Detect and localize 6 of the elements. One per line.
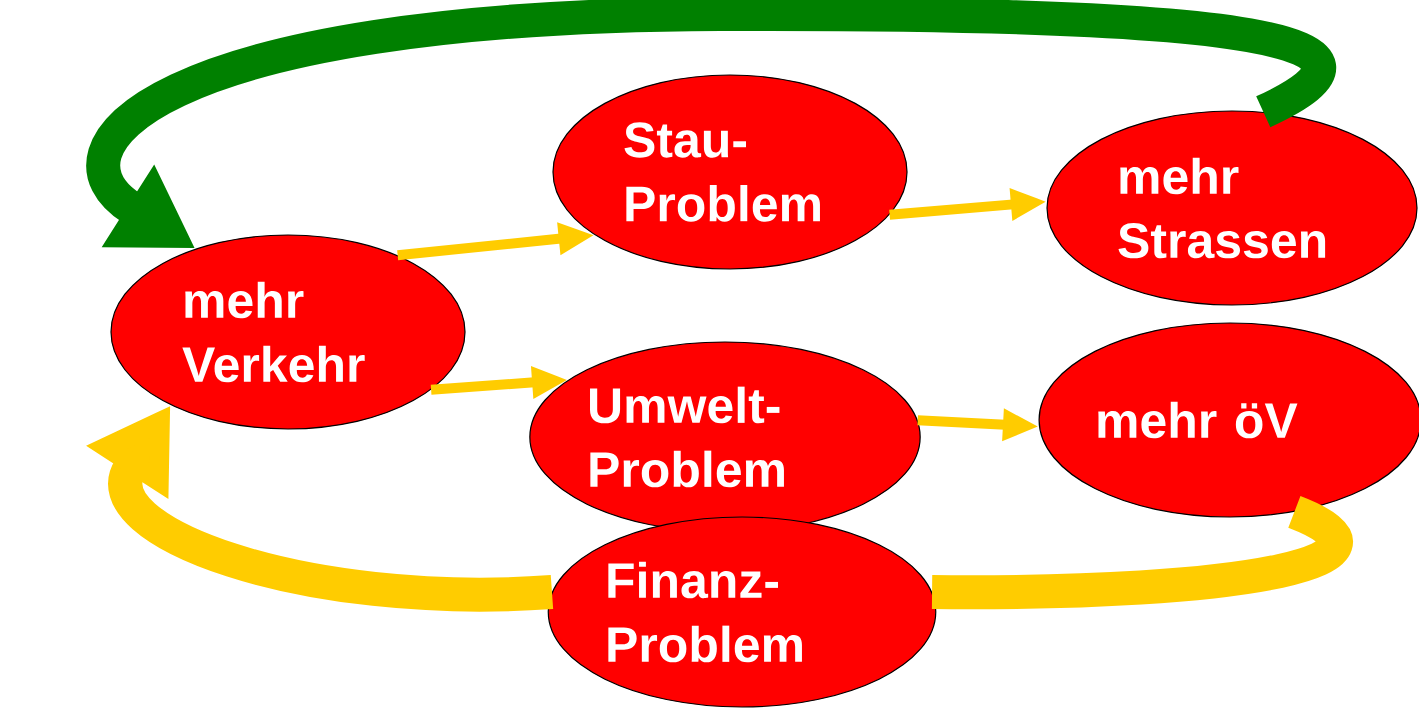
ellipse-node: Umwelt- Problem [529, 341, 921, 533]
ellipse-node: Stau- Problem [552, 74, 908, 270]
ellipse-node: Finanz- Problem [547, 516, 937, 708]
ellipse-node: mehr Strassen [1046, 110, 1418, 306]
ellipse-node: mehr Verkehr [110, 234, 466, 430]
ellipse-node: mehr öV [1038, 322, 1419, 518]
